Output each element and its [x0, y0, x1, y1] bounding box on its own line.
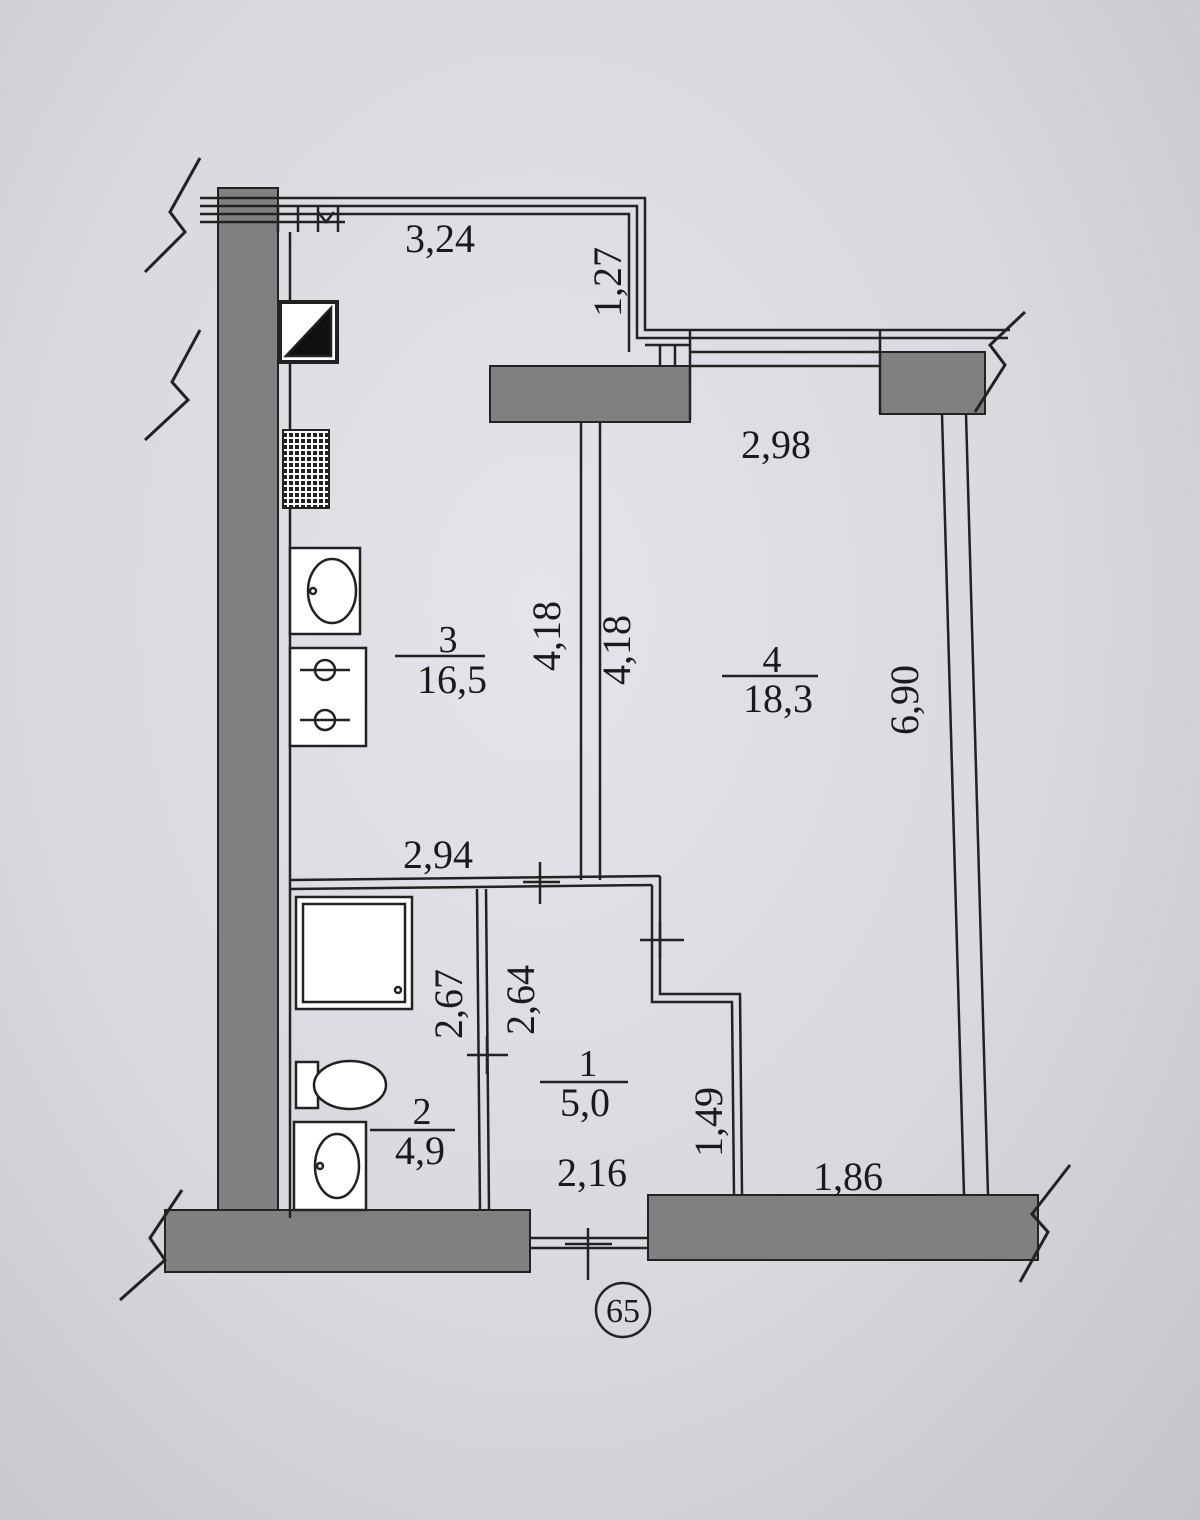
toilet-icon	[294, 1059, 388, 1111]
boiler-icon	[278, 300, 339, 364]
room-4-number: 4	[763, 639, 782, 681]
interior-walls	[288, 232, 990, 1250]
bottom-wall-left	[164, 1209, 531, 1273]
fixtures	[278, 300, 414, 1212]
dim-room4-length: 6,90	[882, 665, 927, 735]
dim-hall-width: 2,16	[557, 1150, 627, 1195]
shower-icon	[294, 895, 414, 1011]
break-line-top-left	[143, 157, 202, 274]
dim-balcony-width: 3,24	[405, 216, 475, 261]
break-line-bottom-left	[119, 1189, 184, 1302]
bathroom-sink-icon	[292, 1120, 368, 1212]
dim-room4-bottom: 1,86	[813, 1154, 883, 1199]
dimension-ticks	[467, 862, 684, 1280]
balcony-wall-left	[489, 365, 691, 423]
dim-kitchen-width: 2,94	[403, 832, 473, 877]
room-labels: 3 16,5 4 18,3 1 5,0 2 4,9	[395, 619, 813, 1173]
walls	[164, 187, 1039, 1273]
dim-room4-width: 2,98	[741, 422, 811, 467]
dim-bathroom-length: 2,67	[426, 969, 471, 1039]
room-2-number: 2	[413, 1091, 432, 1133]
dim-hall-niche: 1,49	[686, 1087, 731, 1157]
dim-balcony-depth: 1,27	[585, 247, 630, 317]
balcony	[200, 196, 1010, 420]
apartment-number-badge: 65	[594, 1281, 652, 1339]
cooktop-icon	[288, 646, 368, 748]
dim-kitchen-length: 4,18	[524, 601, 569, 671]
break-line-bottom-right	[1018, 1164, 1072, 1283]
bottom-wall-right	[647, 1194, 1039, 1261]
break-line-mid-left	[143, 329, 202, 442]
dim-room4-partition: 4,18	[594, 615, 639, 685]
room-1-number: 1	[579, 1043, 598, 1085]
room-label-lines	[370, 654, 818, 1132]
stove-grid-icon	[282, 429, 330, 509]
room-2-area: 4,9	[395, 1128, 445, 1173]
balcony-wall-right	[879, 351, 986, 415]
room-3-area: 16,5	[417, 657, 487, 702]
room-3-number: 3	[439, 619, 458, 661]
break-line-top-right	[973, 310, 1027, 413]
kitchen-sink-icon	[288, 546, 362, 636]
dimension-labels: 3,24 1,27 2,98 4,18 4,18 6,90 2,94 2,67 …	[403, 216, 927, 1199]
room-1-area: 5,0	[560, 1080, 610, 1125]
break-lines	[119, 157, 1072, 1302]
apartment-number: 65	[606, 1293, 640, 1330]
room-4-area: 18,3	[743, 676, 813, 721]
dim-hall-length: 2,64	[498, 965, 543, 1035]
left-wall	[217, 187, 279, 1219]
